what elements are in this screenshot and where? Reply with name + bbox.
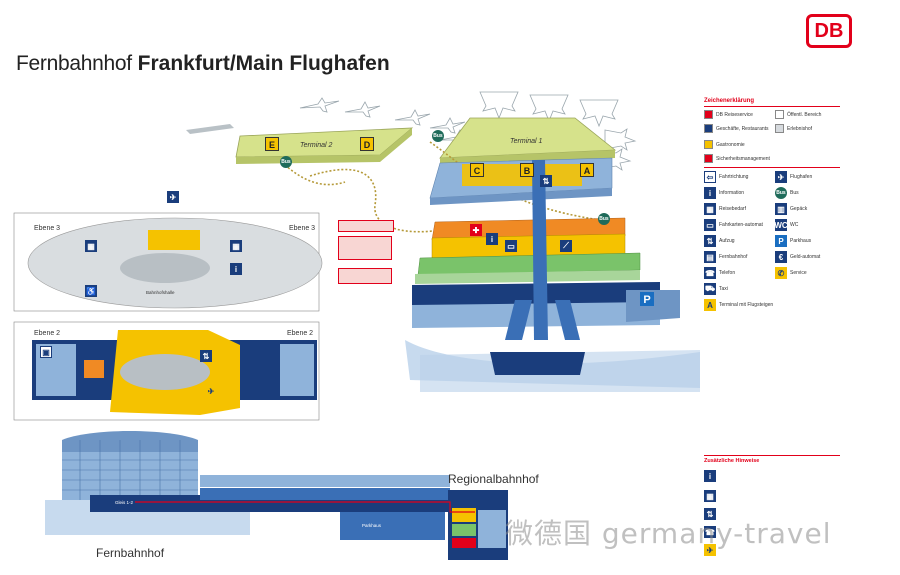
- legend-item: Information: [719, 190, 745, 196]
- bus-legend-icon: Bus: [775, 187, 787, 199]
- ebene3-icon-4: ♿: [85, 285, 97, 297]
- swatch-grey: [775, 124, 784, 133]
- note-icon-2: ▦: [704, 490, 716, 502]
- note-icon-4: ☎: [704, 526, 716, 538]
- ebene2-icon-2: ⇅: [200, 350, 212, 362]
- airplane-legend-icon: ✈: [775, 171, 787, 183]
- bus-icon-station: Bus: [598, 213, 610, 225]
- legend-item: Gastronomie: [716, 141, 745, 148]
- legend-item: Fahrtrichtung: [719, 174, 749, 180]
- legend-item: Fahrkarten-automat: [719, 222, 763, 228]
- fernbahnhof-label: Fernbahnhof: [96, 546, 165, 560]
- ebene3-icon-1: ▦: [85, 240, 97, 252]
- swatch-red-2: [704, 154, 713, 163]
- parkhaus-label: Parkhaus: [362, 523, 382, 528]
- ebene2-icon-3: ✈: [205, 385, 217, 397]
- parking-legend-icon: P: [775, 235, 787, 247]
- wc-legend-icon: WC: [774, 219, 788, 231]
- title-prefix: Fernbahnhof: [16, 52, 132, 75]
- legend-item: Fernbahnhof: [719, 254, 748, 260]
- notes-title: Zusätzliche Hinweise: [704, 458, 760, 464]
- legend-item: DB Reiseservice: [716, 111, 753, 118]
- elevator-legend-icon: ⇅: [704, 235, 716, 247]
- ebene3-right-label: Ebene 3: [289, 225, 316, 232]
- legend-item: Telefon: [719, 270, 736, 276]
- swatch-blue: [704, 124, 713, 133]
- legend-item: Geschäfte, Restaurants: [716, 125, 769, 132]
- legend-item: Parkhaus: [790, 238, 812, 244]
- title-main: Frankfurt/Main Flughafen: [137, 52, 390, 75]
- swatch-white: [775, 110, 784, 119]
- train-legend-icon: ▤: [704, 251, 716, 263]
- arrow-icon: ⇦: [704, 171, 716, 183]
- bahnhofshalle-label: Bahnhofshalle: [146, 290, 175, 295]
- legend-item: WC: [790, 222, 799, 228]
- ebene3-icon-2: ▦: [230, 240, 242, 252]
- legend-item: Aufzug: [719, 238, 735, 244]
- svg-text:P: P: [643, 294, 650, 306]
- legend-item: Taxi: [719, 286, 728, 292]
- legend-item: Reisebedarf: [719, 206, 746, 212]
- swatch-red: [704, 110, 713, 119]
- legend-item: Bus: [790, 190, 799, 196]
- watermark: 微德国 germany-travel: [505, 517, 832, 550]
- ebene2-left-label: Ebene 2: [34, 330, 61, 337]
- gate-e: E: [265, 137, 279, 151]
- ebene3-left-label: Ebene 3: [34, 225, 61, 232]
- notice-box-1: [338, 220, 394, 232]
- atm-legend-icon: €: [775, 251, 787, 263]
- gate-c: C: [470, 163, 484, 177]
- legend-item: Geld-automat: [790, 254, 821, 260]
- ticket-legend-icon: ▭: [704, 219, 716, 231]
- ebene2-icon-1: ▣: [40, 346, 52, 358]
- db-logo: DB: [806, 14, 852, 48]
- legend-item: Erlebnishof: [787, 125, 813, 132]
- notice-box-2: [338, 236, 392, 260]
- terminal2-label: Terminal 2: [300, 142, 333, 149]
- legend-item: Öffentl. Bereich: [787, 111, 822, 118]
- bus-icon: Bus: [280, 156, 292, 168]
- gate-d: D: [360, 137, 374, 151]
- terminal1-label: Terminal 1: [510, 138, 543, 145]
- gate-b: B: [520, 163, 534, 177]
- taxi-legend-icon: ⛟: [704, 283, 716, 295]
- regionalbahnhof-label: Regionalbahnhof: [448, 472, 539, 486]
- notice-box-3: [338, 268, 392, 284]
- luggage-legend-icon: ▥: [775, 203, 787, 215]
- note-icon-5: ✈: [704, 544, 716, 556]
- ebene2-right-label: Ebene 2: [287, 330, 314, 337]
- bus-icon-t1: Bus: [432, 130, 444, 142]
- legend-title: Zeichenerklärung: [704, 98, 755, 104]
- ebene3-icon-3: i: [230, 263, 242, 275]
- elevator-icon: ⇅: [540, 175, 552, 187]
- gate-legend-icon: A: [704, 299, 716, 311]
- db-service-icon: ✚: [470, 224, 482, 236]
- gate-a: A: [580, 163, 594, 177]
- shop-legend-icon: ▦: [704, 203, 716, 215]
- note-icon-1: i: [704, 470, 716, 482]
- ticket-icon: ▭: [505, 240, 517, 252]
- legend-item: Service: [790, 270, 807, 276]
- swatch-yellow: [704, 140, 713, 149]
- info-legend-icon: i: [704, 187, 716, 199]
- legend-item: Sicherheitsmanagement: [716, 155, 770, 162]
- service-legend-icon: ✆: [775, 267, 787, 279]
- info-icon: i: [486, 233, 498, 245]
- page-title: Fernbahnhof Frankfurt/Main Flughafen: [16, 52, 390, 76]
- fernbahnhof-gleis-label: Gleis 1-2: [115, 500, 134, 505]
- legend-item: Flughafen: [790, 174, 813, 180]
- legend-item: Terminal mit Flugsteigen: [719, 302, 774, 308]
- phone-legend-icon: ☎: [704, 267, 716, 279]
- escalator-icon: ⟋: [560, 240, 572, 252]
- airplane-icon: ✈: [167, 191, 179, 203]
- legend-item: Gepäck: [790, 206, 808, 212]
- note-icon-3: ⇅: [704, 508, 716, 520]
